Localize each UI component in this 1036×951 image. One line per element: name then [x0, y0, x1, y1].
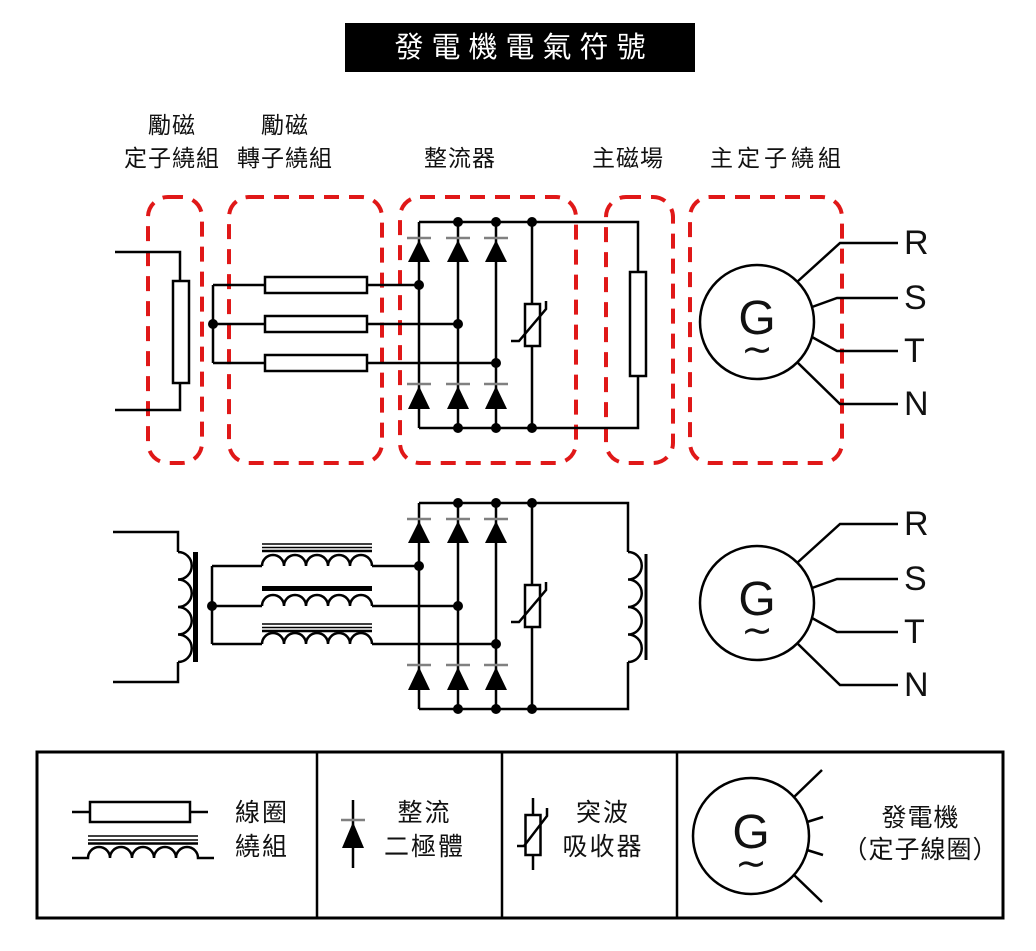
surge-absorber-icon [511, 301, 548, 348]
phase-label-s: S [904, 279, 927, 317]
section-label-main-stator: 主定子繞組 [710, 146, 845, 172]
core-lines [262, 543, 372, 633]
legend-surge-absorber-icon [517, 798, 549, 870]
legend-label-line: （定子線圈） [842, 835, 999, 864]
excitation-rotor-coils-symbol [207, 543, 501, 649]
legend-label-line: 吸收器 [562, 832, 644, 861]
legend-diode-icon [341, 800, 365, 868]
diode-icon [407, 663, 508, 690]
legend-label-surge-absorber: 突波 吸收器 [548, 796, 658, 864]
section-label-line: 定子繞組 [124, 146, 220, 172]
junction-dots [414, 217, 537, 433]
ac-wave-icon: ∼ [735, 843, 767, 885]
section-label-excitation-rotor: 勵磁 轉子繞組 [230, 110, 340, 176]
section-label-excitation-stator: 勵磁 定子繞組 [117, 110, 227, 176]
excitation-rotor-windings-symbol [208, 275, 496, 373]
annotation-box-main-field [604, 195, 675, 465]
phase-label-s: S [904, 560, 927, 598]
legend-label-rectifier-diode: 整流 二極體 [372, 796, 477, 864]
annotation-box-main-stator [688, 195, 844, 465]
generator-g: G [738, 292, 776, 345]
generator-symbol [698, 241, 898, 406]
main-field-coil-symbol [627, 550, 648, 664]
generator-letter: G ∼ [711, 806, 791, 885]
phase-label-t: T [904, 332, 925, 370]
legend-coil-winding-icon [72, 800, 214, 860]
legend-label-line: 發電機 [881, 803, 960, 832]
annotation-box-excitation-rotor [227, 195, 384, 465]
generator-letter: G ∼ [717, 292, 797, 371]
ac-wave-icon: ∼ [741, 610, 773, 652]
legend-label-line: 整流 [397, 798, 452, 827]
annotation-box-excitation-stator [146, 195, 204, 465]
legend-generator-icon [691, 769, 824, 903]
ac-wave-icon: ∼ [741, 329, 773, 371]
legend-label-coil-winding: 線圈 繞組 [222, 796, 302, 864]
top-schematic [115, 217, 898, 433]
legend-label-line: 線圈 [234, 798, 289, 827]
core-bar [193, 552, 198, 662]
excitation-stator-coil-symbol [113, 530, 198, 684]
generator-letter: G ∼ [717, 573, 797, 652]
diode-icon [407, 517, 508, 543]
generator-symbol [698, 522, 898, 687]
annotation-boxes [146, 195, 844, 465]
section-label-main-field: 主磁場 [592, 146, 664, 172]
phase-label-n: N [904, 385, 929, 423]
surge-absorber-icon [511, 582, 548, 629]
main-field-winding-symbol [628, 270, 648, 378]
bottom-schematic [113, 498, 898, 714]
legend-label-line: 繞組 [234, 832, 289, 861]
section-label-line: 勵磁 [148, 113, 196, 139]
excitation-stator-winding-symbol [115, 250, 191, 412]
legend-label-line: 二極體 [383, 832, 465, 861]
legend-label-generator: 發電機 （定子線圈） [828, 802, 1013, 866]
section-label-line: 勵磁 [261, 113, 309, 139]
phase-label-t: T [904, 613, 925, 651]
generator-g: G [738, 573, 776, 626]
section-label-line: 轉子繞組 [237, 146, 333, 172]
diode-icon [407, 382, 508, 409]
diode-icon [407, 236, 508, 262]
phase-label-r: R [904, 505, 929, 543]
generator-g: G [732, 806, 770, 859]
junction-dots [453, 498, 537, 714]
phase-label-r: R [904, 224, 929, 262]
phase-label-n: N [904, 666, 929, 704]
legend-label-line: 突波 [575, 798, 630, 827]
rectifier-bridge-symbol [407, 217, 640, 433]
rectifier-bridge-symbol [407, 498, 630, 714]
section-label-rectifier: 整流器 [424, 146, 496, 172]
legend-table [35, 750, 1005, 920]
page-title: 發電機電氣符號 [345, 23, 695, 72]
junction-dot [208, 319, 218, 329]
annotation-box-rectifier [398, 195, 578, 465]
